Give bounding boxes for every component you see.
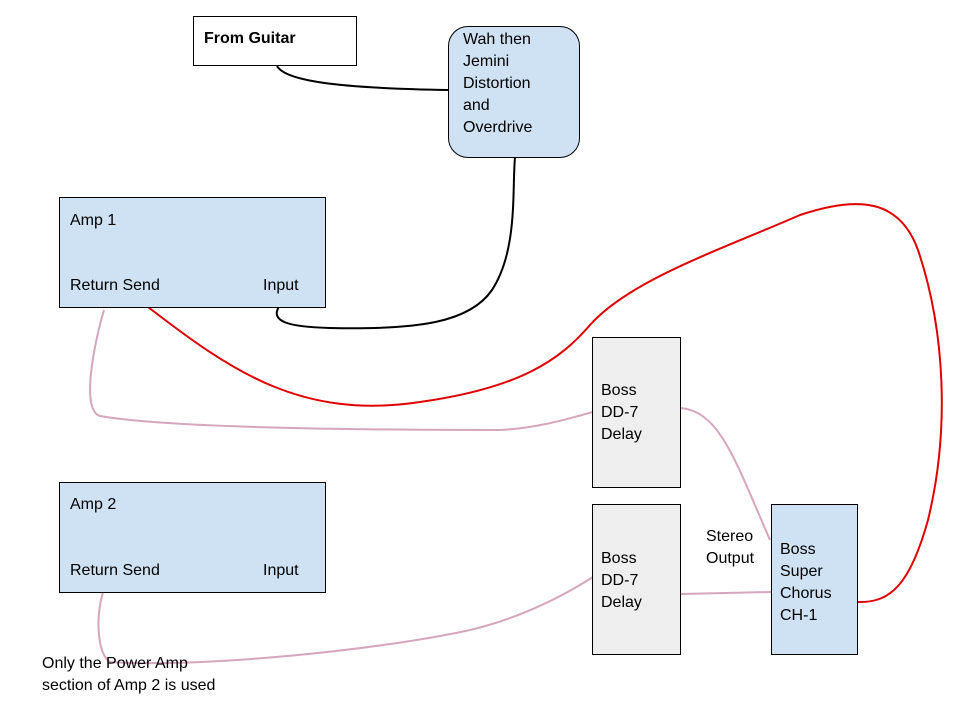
cable-amp1-send-to-chorus xyxy=(147,203,943,604)
guitar-source-box: From Guitar xyxy=(193,16,357,66)
amp2-box: Amp 2 Return Send Input xyxy=(59,482,326,593)
delay2-label: Boss DD-7 Delay xyxy=(601,550,642,611)
cable-chorus-to-delay2 xyxy=(680,591,772,595)
amp2-note: Only the Power Amp section of Amp 2 is u… xyxy=(42,655,216,694)
cable-delay2-to-amp2-return xyxy=(97,576,594,665)
amp1-return-send-label: Return Send xyxy=(70,277,160,294)
cable-delay1-to-chorus xyxy=(680,407,771,541)
delay1-pedal: Boss DD-7 Delay xyxy=(592,337,681,488)
wah-distortion-label: Wah then Jemini Distortion and Overdrive xyxy=(463,31,533,136)
delay1-label: Boss DD-7 Delay xyxy=(601,382,642,443)
cable-guitar-to-wah xyxy=(276,65,449,91)
cable-wah-to-amp1-input xyxy=(275,156,516,330)
stereo-output-label: Stereo Output xyxy=(706,528,755,567)
guitar-source-label: From Guitar xyxy=(204,30,296,47)
delay2-pedal: Boss DD-7 Delay xyxy=(592,504,681,655)
amp1-title: Amp 1 xyxy=(70,212,117,229)
chorus-label: Boss Super Chorus CH-1 xyxy=(780,541,832,624)
amp1-box: Amp 1 Return Send Input xyxy=(59,197,326,308)
wah-distortion-pedal: Wah then Jemini Distortion and Overdrive xyxy=(448,26,580,158)
amp1-input-label: Input xyxy=(263,277,299,294)
amp2-return-send-label: Return Send xyxy=(70,562,160,579)
amp2-title: Amp 2 xyxy=(70,496,117,513)
chorus-pedal: Boss Super Chorus CH-1 xyxy=(771,504,858,655)
amp2-input-label: Input xyxy=(263,562,299,579)
cable-amp1-return-to-delay1 xyxy=(89,309,594,432)
